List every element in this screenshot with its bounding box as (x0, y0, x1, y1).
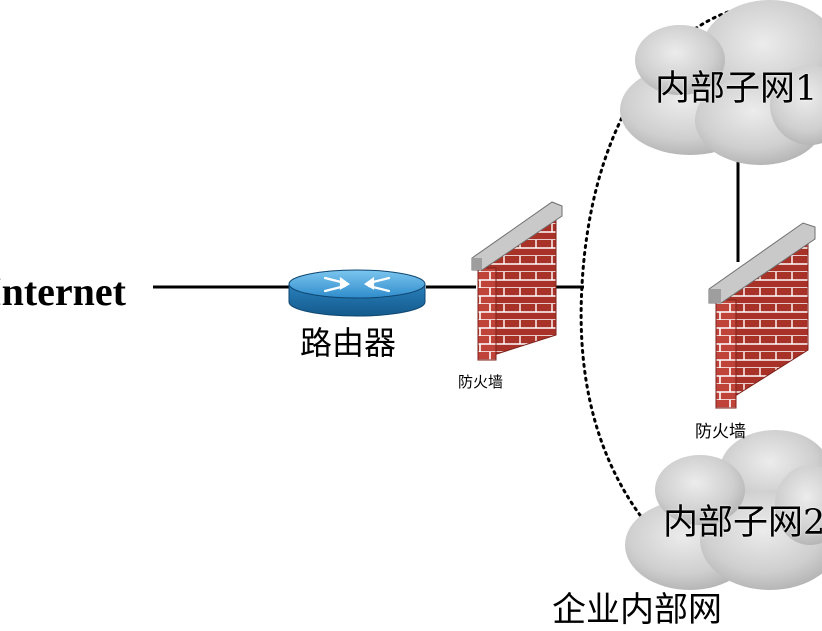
router-icon (288, 269, 426, 317)
firewall-icon (471, 201, 563, 361)
enterprise-network-label: 企业内部网 (552, 590, 722, 630)
cloud-icon (620, 0, 822, 165)
firewall-icon (708, 222, 816, 409)
subnet1-label: 内部子网1 (655, 69, 818, 109)
network-diagram (153, 0, 822, 590)
internet-label: Internet (0, 269, 126, 314)
firewall-outer-label: 防火墙 (458, 373, 504, 391)
cloud-icon (625, 430, 822, 590)
firewall-inner-label: 防火墙 (695, 422, 746, 442)
connection-lines (153, 150, 740, 289)
subnet2-label: 内部子网2 (663, 503, 822, 543)
router-label: 路由器 (300, 324, 397, 362)
